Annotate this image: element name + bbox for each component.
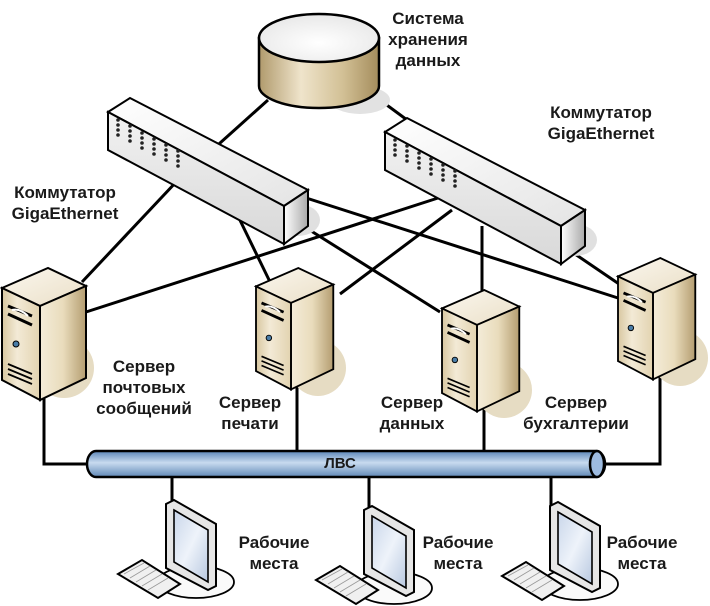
storage-system	[257, 12, 390, 114]
workstation-1-label: Рабочие места	[228, 532, 320, 574]
link-accounting-server-lan	[606, 370, 662, 466]
label-line: Система	[392, 9, 464, 28]
network-switch-icon	[383, 116, 587, 266]
label-line: хранения	[388, 30, 468, 49]
lan-bus	[85, 449, 607, 479]
switch-right	[383, 116, 597, 266]
link-switch-right-accounting-server	[571, 250, 623, 288]
server-print-label: Сервер печати	[208, 392, 292, 434]
desktop-monitor-icon	[157, 498, 235, 599]
label-line: Сервер	[380, 393, 444, 412]
workstation-3	[500, 500, 619, 602]
label-line: места	[617, 554, 667, 573]
link-switch-left-print-server	[234, 211, 274, 287]
label-line: сообщений	[96, 399, 192, 418]
link-switch-left-accounting-server	[299, 194, 619, 300]
label-line: данных	[379, 414, 445, 433]
link-switch-left-data-server	[299, 222, 441, 314]
server-data-label: Сервер данных	[370, 392, 454, 434]
server-mail	[0, 266, 94, 402]
link-switch-right-print-server	[339, 208, 453, 296]
server-print	[253, 266, 346, 396]
lan-label: ЛВС	[324, 455, 356, 472]
keyboard-icon	[500, 560, 566, 602]
label-line: печати	[221, 414, 279, 433]
label-line: места	[249, 554, 299, 573]
switch-right-label: Коммутатор GigaEthernet	[536, 102, 666, 144]
server-tower-icon	[0, 266, 89, 402]
link-switch-left-mail-server	[80, 178, 180, 284]
label-line: Сервер	[218, 393, 282, 412]
workstation-1	[116, 498, 235, 600]
label-line: Рабочие	[238, 533, 310, 552]
workstation-2	[314, 504, 433, 606]
label-line: Коммутатор	[550, 103, 652, 122]
label-line: Рабочие	[606, 533, 678, 552]
server-tower-icon	[439, 288, 522, 413]
server-tower-icon	[253, 266, 336, 391]
server-tower-icon	[615, 256, 698, 381]
label-line: Рабочие	[422, 533, 494, 552]
label-line: бухгалтерии	[523, 414, 629, 433]
workstation-2-label: Рабочие места	[412, 532, 504, 574]
switch-left-label: Коммутатор GigaEthernet	[2, 182, 128, 224]
desktop-monitor-icon	[541, 500, 619, 601]
link-switch-right-mail-server	[85, 196, 439, 314]
server-data	[439, 288, 532, 418]
connections	[42, 98, 662, 512]
label-line: Сервер	[112, 357, 176, 376]
server-accounting-label: Сервер бухгалтерии	[514, 392, 638, 434]
database-cylinder-icon	[257, 12, 381, 110]
desktop-monitor-icon	[355, 504, 433, 605]
label-line: Сервер	[544, 393, 608, 412]
label-line: GigaEthernet	[547, 124, 655, 143]
label-line: данных	[395, 51, 461, 70]
storage-label: Система хранения данных	[378, 8, 478, 71]
server-accounting	[615, 256, 708, 386]
label-line: Коммутатор	[14, 183, 116, 202]
workstation-3-label: Рабочие места	[596, 532, 688, 574]
label-line: почтовых	[102, 378, 186, 397]
lan-bus-pipe-icon	[85, 449, 607, 479]
link-mail-server-lan	[42, 378, 88, 466]
keyboard-icon	[314, 564, 380, 606]
label-line: места	[433, 554, 483, 573]
label-line: GigaEthernet	[11, 204, 119, 223]
network-switch-icon	[106, 96, 310, 246]
server-mail-label: Сервер почтовых сообщений	[92, 356, 196, 419]
keyboard-icon	[116, 558, 182, 600]
switch-left	[106, 96, 320, 246]
